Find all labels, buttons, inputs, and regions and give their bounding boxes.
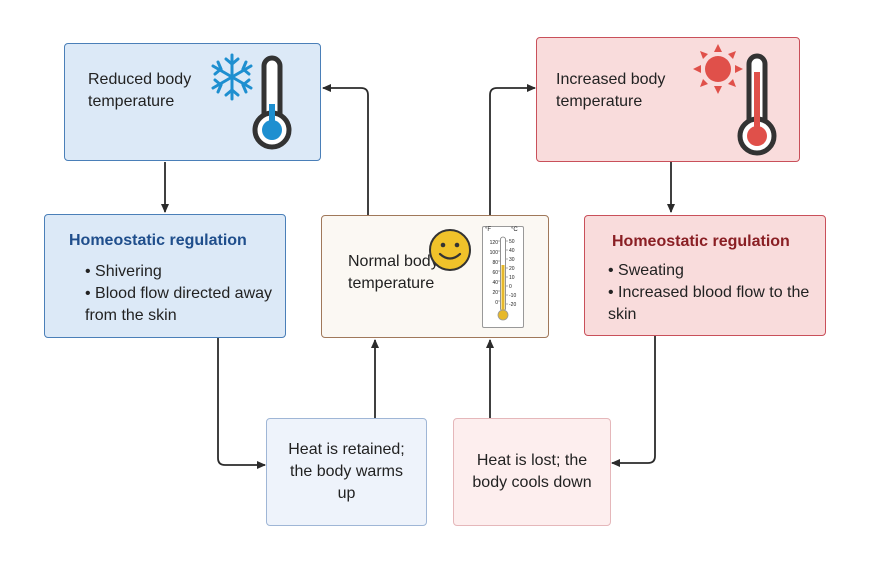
cold-regulation-list: Shivering Blood flow directed away from … [85,261,280,327]
list-item: Sweating [608,260,818,282]
fahrenheit-ticks: 120 100 80 60 40 20 0 [484,238,498,308]
tick-label: 30 [509,257,515,263]
fahrenheit-unit: °F [485,227,492,233]
tick-label: 60 [492,270,498,276]
tick-label: -20 [509,302,517,308]
celsius-ticks: 50 40 30 20 10 0 -10 -20 [509,238,523,310]
cold-regulation-title: Homeostatic regulation [69,232,247,249]
increased-temperature-box: Increased body temperature [536,37,800,162]
tick-label: 50 [509,239,515,245]
normal-temperature-label: Normal body temperature [348,253,439,292]
normal-temperature-box: Normal body temperature °F °C 120 [321,215,549,338]
arrow-regulation-to-retained [217,338,266,469]
cold-thermometer-icon [252,55,292,150]
arrow-regulation-to-lost [611,336,656,467]
arrow-normal-to-reduced [322,84,369,215]
hot-regulation-title: Homeostatic regulation [612,233,790,250]
sun-icon [693,44,743,94]
tick-label: 0 [495,300,498,306]
tick-label: 20 [492,290,498,296]
hot-thermometer-icon [737,53,777,156]
heat-retained-text: Heat is retained; the body warms up [288,441,405,502]
list-item: Blood flow directed away from the skin [85,283,280,327]
hot-regulation-list: Sweating Increased blood flow to the ski… [608,260,818,326]
tick-label: 120 [489,240,498,246]
heat-lost-text: Heat is lost; the body cools down [472,452,592,491]
tick-label: 40 [492,280,498,286]
hot-regulation-box: Homeostatic regulation Sweating Increase… [584,215,826,336]
reduced-temperature-box: Reduced body temperature [64,43,321,161]
celsius-unit: °C [511,227,518,233]
heat-retained-box: Heat is retained; the body warms up [266,418,427,526]
snowflake-icon [211,53,253,101]
arrow-normal-to-increased [489,84,536,215]
reduced-temperature-label: Reduced body temperature [88,71,192,110]
cold-regulation-box: Homeostatic regulation Shivering Blood f… [44,214,286,338]
tick-label: 40 [509,248,515,254]
list-item: Shivering [85,261,280,283]
smiley-face-icon [429,229,471,271]
tick-label: 10 [509,275,515,281]
increased-temperature-label: Increased body temperature [556,71,666,110]
tick-label: -10 [509,293,517,299]
heat-lost-box: Heat is lost; the body cools down [453,418,611,526]
tick-label: 0 [509,284,512,290]
list-item: Increased blood flow to the skin [608,282,818,326]
tick-label: 80 [492,260,498,266]
tick-label: 100 [489,250,498,256]
thermometer-scale-icon: °F °C 120 100 80 60 40 20 0 50 40 30 20 … [482,226,524,328]
tick-label: 20 [509,266,515,272]
